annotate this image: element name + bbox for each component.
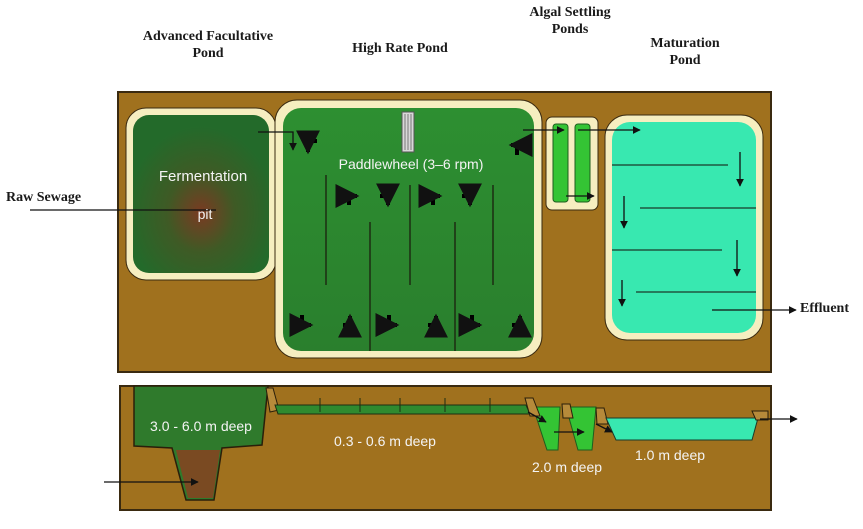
depth-maturation-label: 1.0 m deep [634, 447, 706, 463]
pit-label: pit [197, 206, 213, 222]
flow-arrows [289, 130, 533, 338]
depth-facultative-label: 3.0 - 6.0 m deep [150, 418, 252, 434]
label-facultative-line2: Pond [192, 46, 224, 61]
label-algal-settling-ponds: Algal Settling Ponds [515, 4, 625, 38]
label-maturation-line1: Maturation [650, 36, 720, 51]
fermentation-label: Fermentation [158, 168, 248, 185]
label-high-rate-pond: High Rate Pond [352, 41, 448, 56]
algal-pond-2 [574, 123, 591, 203]
label-algal-line2: Ponds [551, 22, 589, 37]
section-maturation-berm [751, 410, 769, 421]
label-facultative-pond: Advanced Facultative Pond [118, 28, 298, 62]
label-raw-sewage: Raw Sewage [6, 190, 82, 205]
maturation-flow-arrows [618, 152, 744, 307]
maturation-baffles [612, 164, 756, 293]
depth-algal-label: 2.0 m deep [531, 459, 603, 475]
facultative-pond-water [133, 115, 269, 273]
algal-pond-1 [552, 123, 569, 203]
label-algal-line1: Algal Settling [529, 5, 611, 20]
section-facultative-pit-bottom [176, 450, 220, 498]
label-maturation-pond: Maturation Pond [630, 35, 740, 69]
maturation-pond-water [612, 122, 756, 333]
high-rate-pond-water [283, 108, 534, 351]
depth-high-rate-label: 0.3 - 0.6 m deep [334, 433, 436, 449]
label-facultative-line1: Advanced Facultative [142, 29, 274, 44]
label-maturation-line2: Pond [669, 53, 701, 68]
section-algal-berm [561, 403, 574, 419]
plan-flow-arrows [30, 126, 797, 314]
section-flow-arrows [104, 411, 798, 486]
section-algal-berm [595, 407, 609, 425]
section-maturation [605, 417, 759, 441]
paddlewheel-label: Paddlewheel (3–6 rpm) [338, 156, 484, 172]
section-high-rate-channel [274, 404, 531, 415]
label-effluent: Effluent [800, 301, 849, 316]
section-high-rate-dividers [319, 398, 491, 412]
section-facultative-pit [133, 385, 269, 501]
